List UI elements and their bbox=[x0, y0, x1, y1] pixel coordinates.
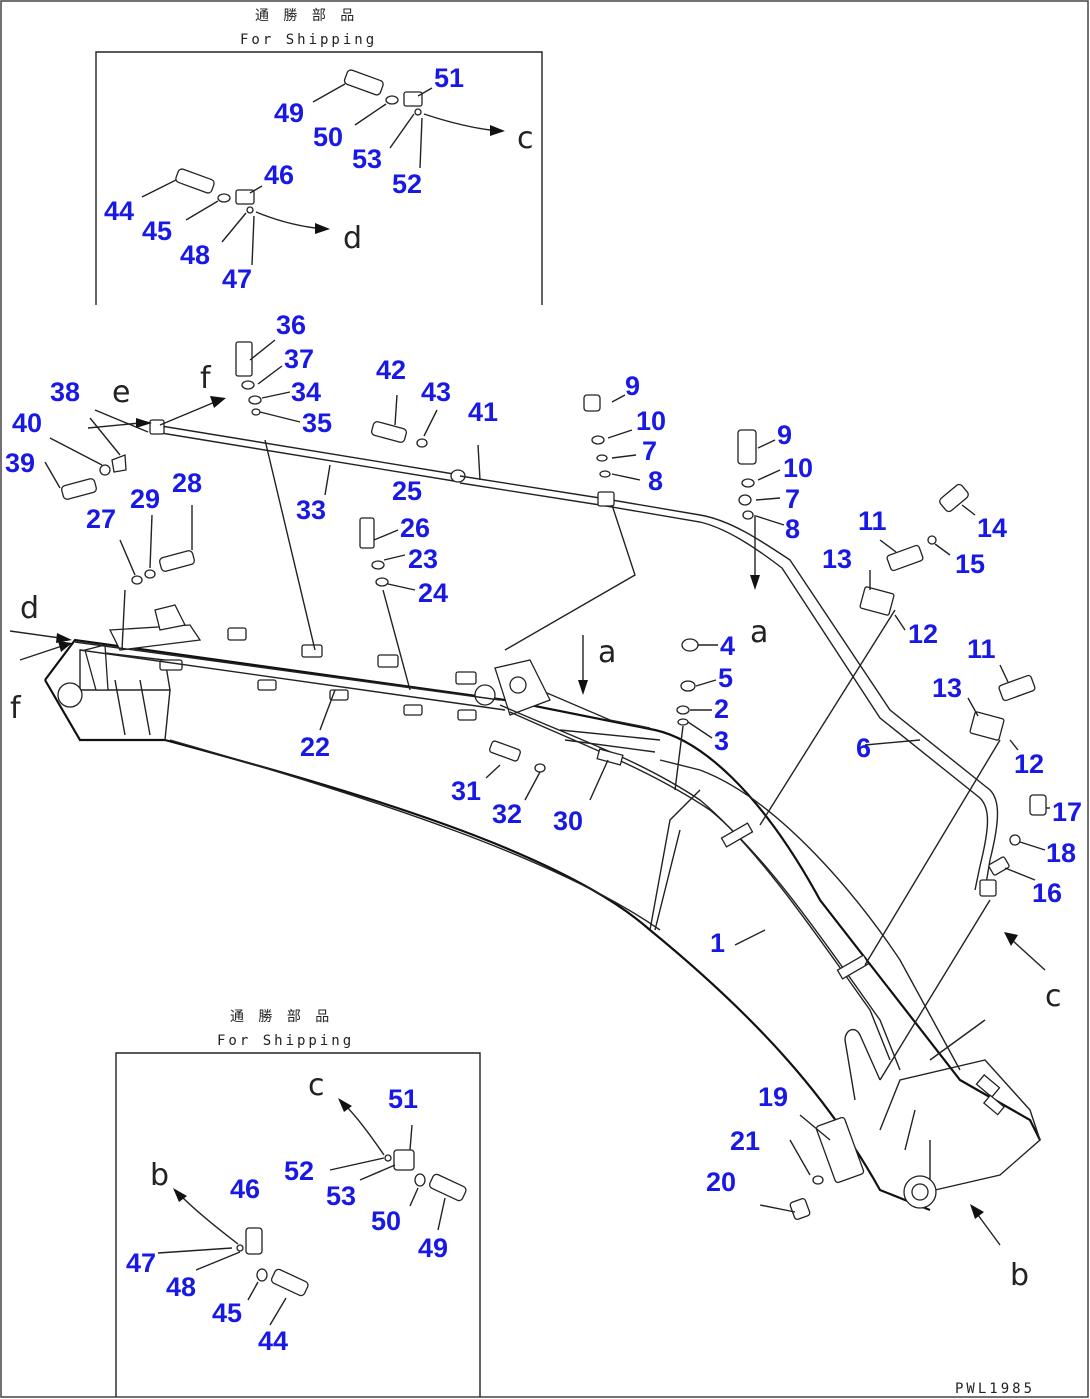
arrow-letter-c-bottom: c bbox=[308, 1068, 325, 1103]
part-label-50-top: 50 bbox=[313, 122, 343, 152]
arrow-letter-b: b bbox=[1010, 1258, 1029, 1293]
part-label-12a: 12 bbox=[908, 619, 938, 649]
part-label-4: 4 bbox=[720, 631, 735, 661]
part-label-33: 33 bbox=[296, 495, 326, 525]
part-label-41: 41 bbox=[468, 397, 498, 427]
part-label-12b: 12 bbox=[1014, 749, 1044, 779]
arrow-letter-f-top: f bbox=[200, 361, 212, 396]
arrow-letter-d: d bbox=[20, 591, 39, 626]
arrow-letter-a-right: a bbox=[750, 615, 768, 650]
part-label-39: 39 bbox=[5, 448, 35, 478]
part-label-20: 20 bbox=[706, 1167, 736, 1197]
arrow-letter-e: e bbox=[112, 375, 130, 410]
part-label-5: 5 bbox=[718, 663, 733, 693]
part-label-45-top: 45 bbox=[142, 216, 172, 246]
arrow-letter-c-top: c bbox=[517, 121, 534, 156]
part-label-3: 3 bbox=[714, 726, 729, 756]
part-label-47-bottom: 47 bbox=[126, 1248, 156, 1278]
arrow-letter-f: f bbox=[10, 691, 22, 726]
part-label-17: 17 bbox=[1052, 797, 1082, 827]
arrow-letters: c d e f d f a a c b c b bbox=[10, 121, 1062, 1293]
shipping-box-bottom: 通 勝 部 品 For Shipping bbox=[115, 1009, 481, 1397]
part-label-8a: 8 bbox=[648, 466, 663, 496]
part-label-53-bottom: 53 bbox=[326, 1181, 356, 1211]
part-label-36: 36 bbox=[276, 310, 306, 340]
part-label-13a: 13 bbox=[822, 544, 852, 574]
part-label-27: 27 bbox=[86, 504, 116, 534]
part-label-51-bottom: 51 bbox=[388, 1084, 418, 1114]
part-label-26: 26 bbox=[400, 513, 430, 543]
part-label-21: 21 bbox=[730, 1126, 760, 1156]
part-label-53-top: 53 bbox=[352, 144, 382, 174]
part-callouts: 1 2 3 4 5 6 7 8 9 10 9 10 7 8 11 12 13 1… bbox=[5, 63, 1082, 1356]
part-label-51-top: 51 bbox=[434, 63, 464, 93]
part-label-25: 25 bbox=[392, 476, 422, 506]
part-label-42: 42 bbox=[376, 355, 406, 385]
part-label-34: 34 bbox=[291, 377, 321, 407]
part-label-2: 2 bbox=[714, 694, 729, 724]
part-label-52-bottom: 52 bbox=[284, 1156, 314, 1186]
shipping-caption-jp-bottom: 通 勝 部 品 bbox=[230, 1009, 332, 1025]
part-label-23: 23 bbox=[408, 544, 438, 574]
part-label-9a: 9 bbox=[625, 371, 640, 401]
part-label-46-top: 46 bbox=[264, 160, 294, 190]
pipe-lines bbox=[9, 396, 1046, 1246]
hardware-parts bbox=[44, 339, 1050, 1213]
shipping-box-top: 通 勝 部 品 For Shipping bbox=[95, 8, 543, 305]
part-label-47-top: 47 bbox=[222, 264, 252, 294]
part-label-10b: 10 bbox=[783, 453, 813, 483]
part-label-50-bottom: 50 bbox=[371, 1206, 401, 1236]
part-label-11b: 11 bbox=[967, 634, 996, 664]
part-label-1: 1 bbox=[710, 928, 725, 958]
part-label-45-bottom: 45 bbox=[212, 1298, 242, 1328]
part-label-46-bottom: 46 bbox=[230, 1174, 260, 1204]
part-label-49-top: 49 bbox=[274, 98, 304, 128]
part-label-8b: 8 bbox=[785, 514, 800, 544]
part-label-11a: 11 bbox=[858, 506, 887, 536]
part-label-18: 18 bbox=[1046, 838, 1076, 868]
boom-structure bbox=[44, 604, 1041, 1220]
part-label-9b: 9 bbox=[777, 420, 792, 450]
part-label-48-bottom: 48 bbox=[166, 1272, 196, 1302]
part-label-43: 43 bbox=[421, 377, 451, 407]
drawing-code: PWL1985 bbox=[955, 1381, 1035, 1397]
part-label-16: 16 bbox=[1032, 878, 1062, 908]
part-label-10a: 10 bbox=[636, 406, 666, 436]
part-label-7a: 7 bbox=[642, 436, 657, 466]
arrow-letter-c: c bbox=[1045, 979, 1062, 1014]
shipping-caption-jp-top: 通 勝 部 品 bbox=[255, 8, 357, 24]
part-label-44-top: 44 bbox=[104, 196, 134, 226]
part-label-32: 32 bbox=[492, 799, 522, 829]
shipping-caption-en-top: For Shipping bbox=[240, 32, 377, 48]
part-label-19: 19 bbox=[758, 1082, 788, 1112]
part-label-38: 38 bbox=[50, 377, 80, 407]
part-label-30: 30 bbox=[553, 806, 583, 836]
part-label-49-bottom: 49 bbox=[418, 1233, 448, 1263]
part-label-48-top: 48 bbox=[180, 240, 210, 270]
part-label-31: 31 bbox=[451, 776, 481, 806]
shipping-caption-en-bottom: For Shipping bbox=[217, 1033, 354, 1049]
part-label-37: 37 bbox=[284, 344, 314, 374]
part-label-24: 24 bbox=[418, 578, 448, 608]
arrow-letter-b-bottom: b bbox=[150, 1158, 169, 1193]
part-label-13b: 13 bbox=[932, 673, 962, 703]
part-label-35: 35 bbox=[302, 408, 332, 438]
part-label-29: 29 bbox=[130, 484, 160, 514]
part-label-15: 15 bbox=[955, 549, 985, 579]
part-label-28: 28 bbox=[172, 468, 202, 498]
part-label-22: 22 bbox=[300, 732, 330, 762]
part-label-6: 6 bbox=[856, 733, 871, 763]
arrow-letter-d-top: d bbox=[343, 221, 362, 256]
part-label-44-bottom: 44 bbox=[258, 1326, 288, 1356]
part-label-40: 40 bbox=[12, 408, 42, 438]
part-label-7b: 7 bbox=[785, 484, 800, 514]
arrow-letter-a-mid: a bbox=[598, 635, 616, 670]
part-label-14: 14 bbox=[977, 513, 1007, 543]
part-label-52-top: 52 bbox=[392, 169, 422, 199]
